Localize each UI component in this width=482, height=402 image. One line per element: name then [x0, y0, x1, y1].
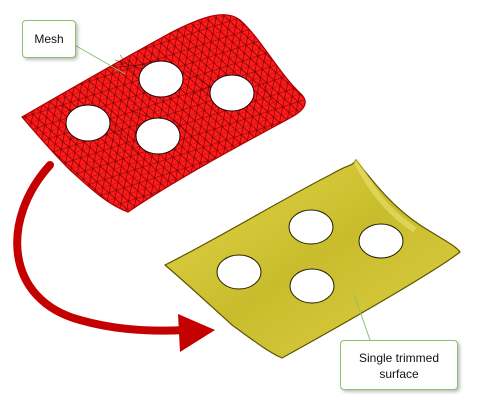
surface-hole-4: [289, 268, 335, 304]
mesh-hole-2: [209, 74, 255, 112]
surface-hole-2: [358, 223, 404, 259]
surface-hole-1: [288, 209, 334, 245]
surface-leader-line: [353, 293, 371, 341]
mesh-sheet: [21, 14, 306, 213]
surface-hole-3: [216, 254, 262, 290]
mesh-callout-text: Mesh: [34, 32, 64, 46]
surface-callout-line2: surface: [379, 367, 419, 381]
trimmed-surface: [163, 158, 461, 359]
surface-callout-line1: Single trimmed: [358, 351, 440, 365]
mesh-hole-3: [65, 104, 111, 142]
mesh-hole-4: [135, 117, 181, 155]
surface-callout: Single trimmed surface: [340, 340, 458, 390]
mesh-hole-1: [138, 60, 184, 98]
transform-arrow: [13, 161, 215, 352]
mesh-callout: Mesh: [22, 20, 76, 58]
